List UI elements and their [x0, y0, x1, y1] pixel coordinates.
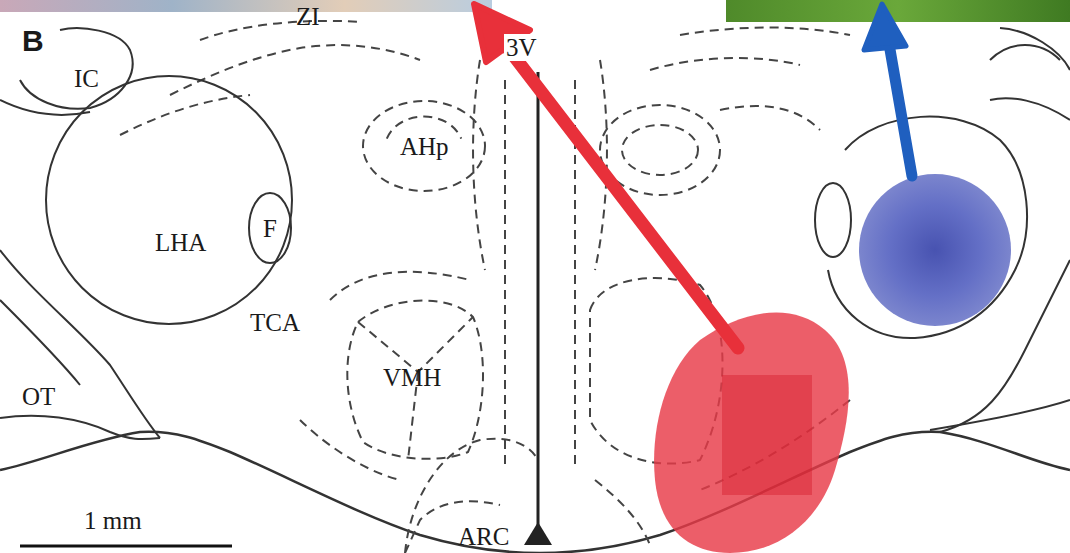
- region-outline: [45, 75, 293, 325]
- scale-bar: [20, 545, 232, 548]
- region-label: IC: [74, 66, 99, 91]
- region-name: AHp: [400, 134, 449, 159]
- photo-strip: [726, 0, 1070, 22]
- lha-region: LHA F: [45, 75, 293, 325]
- fornix-region: F: [248, 192, 292, 264]
- region-name: VMH: [383, 365, 441, 390]
- arc-region: ARC: [400, 420, 540, 553]
- region-label: OT: [22, 384, 55, 409]
- projection-arrow: [888, 38, 912, 176]
- ahp-region: AHp: [362, 100, 486, 192]
- arrowhead: [864, 4, 906, 50]
- photo-strip: [0, 0, 492, 12]
- region-name: LHA: [155, 230, 206, 255]
- projection-arrow: [500, 38, 738, 348]
- panel-letter: B: [22, 26, 44, 56]
- region-name: F: [263, 216, 277, 241]
- vmh-region: VMH: [338, 292, 486, 462]
- injection-site: [859, 174, 1011, 326]
- region-label: ZI: [296, 4, 320, 29]
- injection-site: [654, 312, 849, 553]
- region-label: TCA: [250, 310, 300, 335]
- region-label: 3V: [504, 34, 539, 61]
- scale-label: 1 mm: [84, 508, 142, 533]
- region-name: ARC: [458, 524, 509, 549]
